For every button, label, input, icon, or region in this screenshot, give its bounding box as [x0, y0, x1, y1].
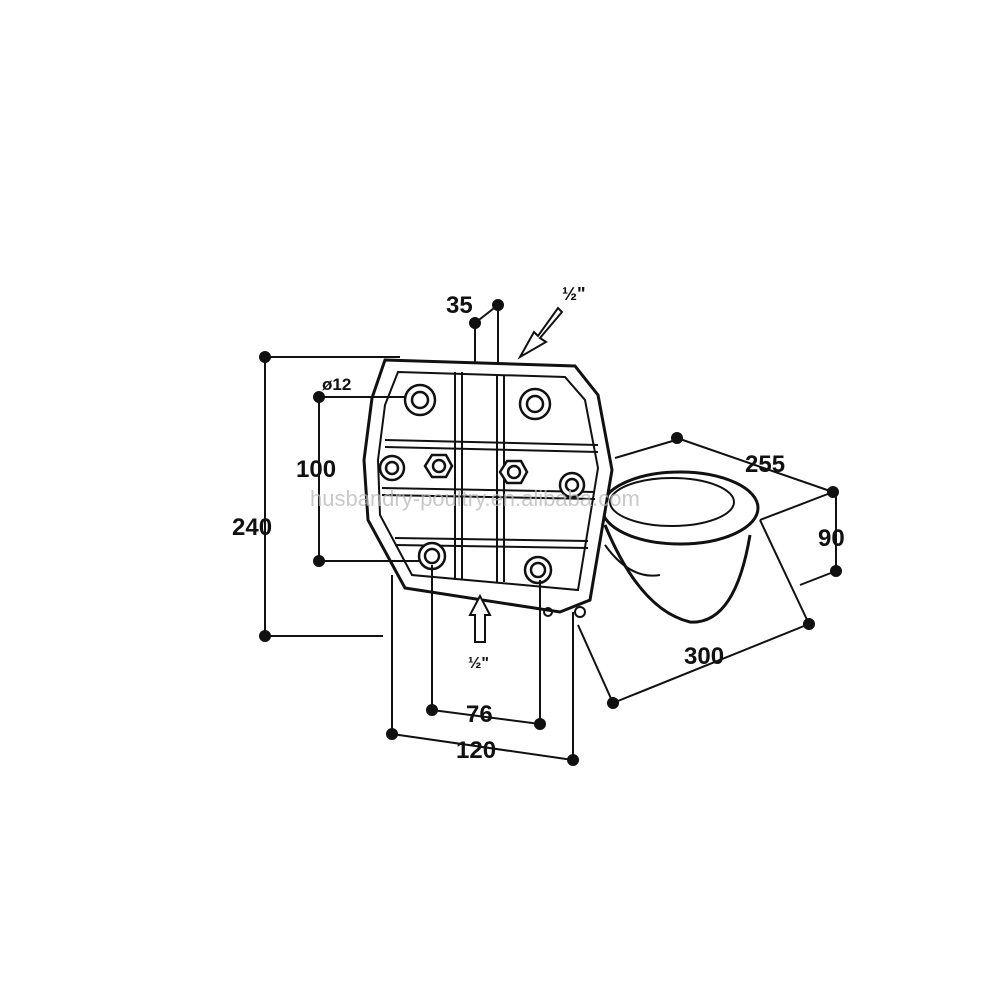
dim-bowl-height-90: 90 [818, 525, 845, 552]
drinking-bowl [600, 439, 760, 624]
dim-hole-spacing-100: 100 [296, 456, 336, 483]
dimension-lines [259, 299, 842, 766]
inlet-arrow-top [517, 306, 564, 360]
dim-width-120: 120 [456, 737, 496, 764]
dim-hole-spacing-76: 76 [466, 701, 493, 728]
watermark: husbandry-poultry.en.alibaba.com [310, 486, 640, 511]
dim-depth-300: 300 [684, 643, 724, 670]
inlet-arrow-bottom [468, 593, 492, 643]
dim-hole-diameter: ø12 [322, 375, 351, 394]
dim-bowl-length-255: 255 [745, 451, 785, 478]
dim-height-240: 240 [232, 514, 272, 541]
dim-top-offset-35: 35 [446, 292, 473, 319]
dim-inlet-top: ½" [562, 284, 586, 304]
mounting-holes [378, 383, 586, 585]
mounting-bracket [362, 358, 614, 618]
dim-inlet-bottom: ½" [468, 655, 489, 672]
